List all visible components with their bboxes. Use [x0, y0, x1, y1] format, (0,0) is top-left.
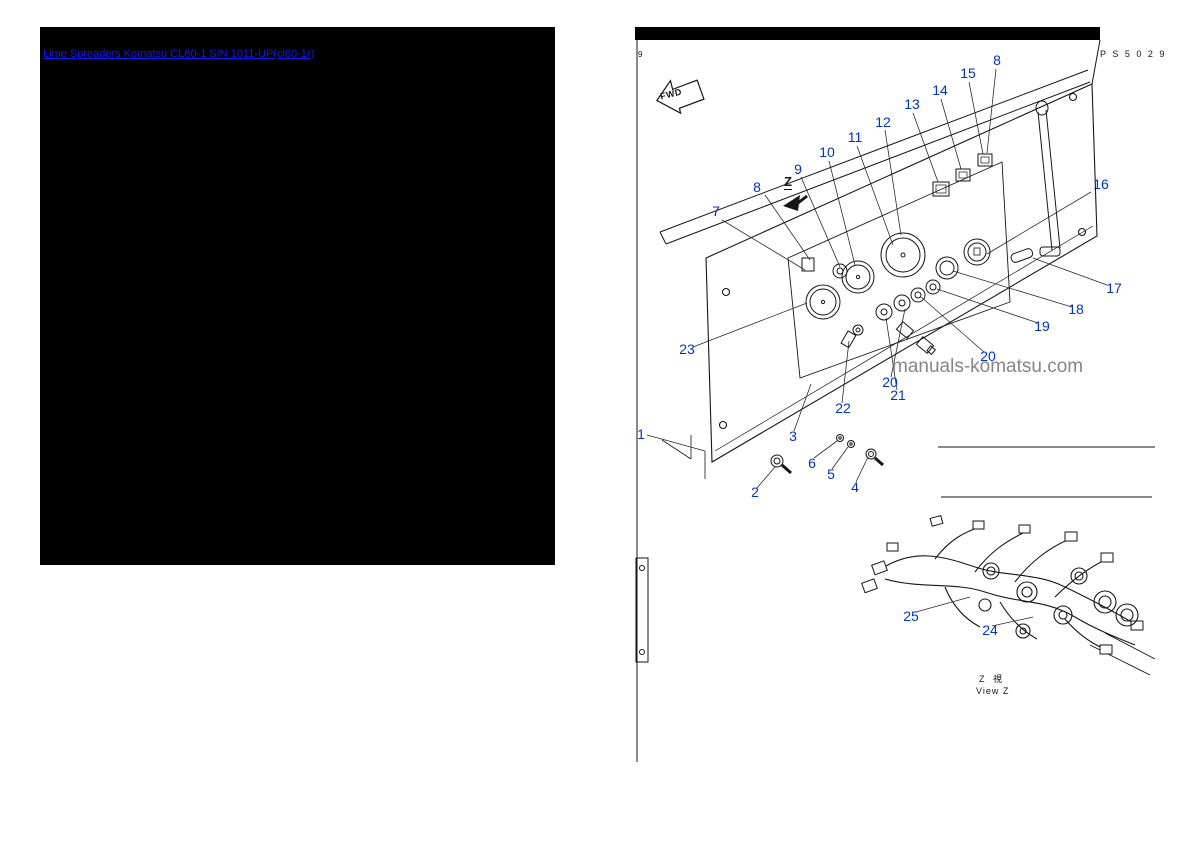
sheet-number-label: 9	[638, 50, 643, 59]
leader-lines	[646, 68, 1108, 627]
z-pointer-arrow	[783, 194, 808, 211]
view-label-japanese: Z 視	[979, 674, 1005, 684]
diagram-linework	[635, 27, 1155, 762]
watermark-text: manuals-komatsu.com	[892, 356, 1084, 377]
part-code-label: P S 5 0 2 9	[1100, 49, 1167, 59]
fwd-arrow-icon	[655, 79, 705, 115]
manual-title-link[interactable]: Lime Spreaders Komatsu CL60-1 S/N 1011-U…	[43, 48, 315, 60]
gauges-and-switches	[801, 100, 1061, 356]
view-label-english: View Z	[976, 686, 1010, 696]
parts-diagram	[635, 27, 1155, 807]
wiring-harness	[861, 514, 1144, 655]
instrument-plate	[661, 83, 1098, 479]
sheet-frame	[635, 27, 1101, 762]
frame-lines	[938, 446, 1155, 676]
left-black-panel: Lime Spreaders Komatsu CL60-1 S/N 1011-U…	[40, 27, 555, 565]
z-view-marker: Z	[784, 174, 792, 190]
console-back-edge	[659, 69, 1091, 245]
fasteners	[770, 434, 884, 475]
